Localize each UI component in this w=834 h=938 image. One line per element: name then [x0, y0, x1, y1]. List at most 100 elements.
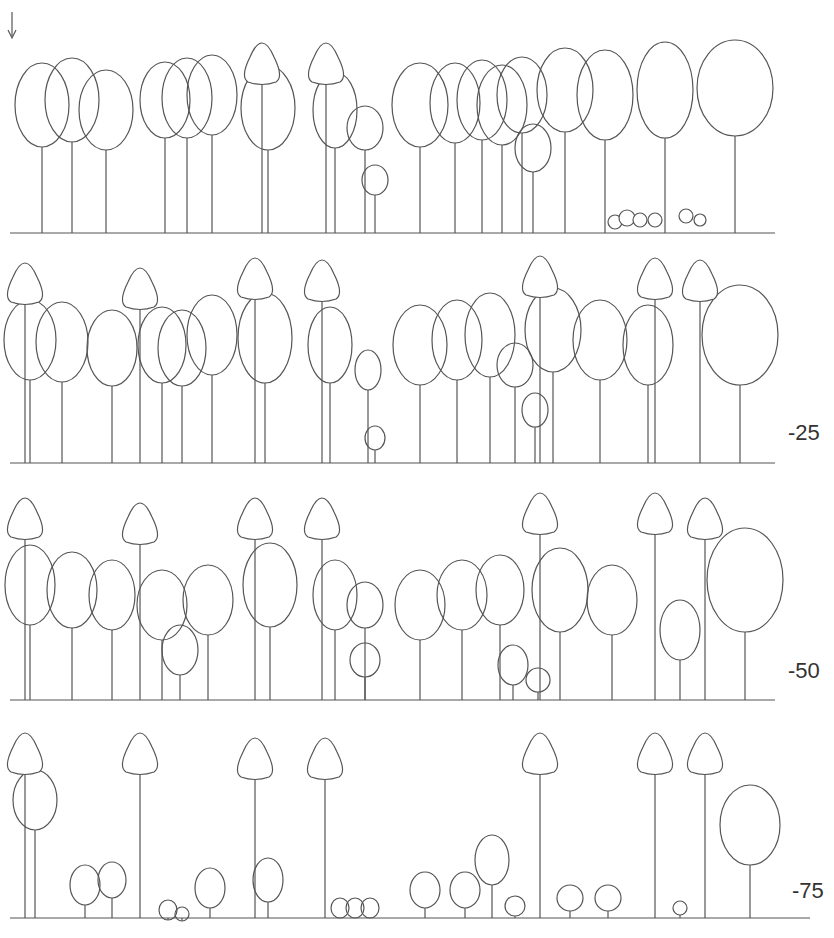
- tree-trunk: [464, 908, 465, 918]
- tree-trunk: [552, 372, 553, 463]
- emergent-crown: [522, 493, 557, 535]
- tree-trunk: [569, 911, 570, 918]
- tree-crown: [498, 645, 528, 685]
- emergent-crown: [307, 738, 342, 780]
- tree-crown: [138, 307, 186, 383]
- tree-trunk: [654, 299, 655, 463]
- pointer-arrow: [8, 30, 16, 38]
- ground-line: [10, 917, 810, 918]
- tree-trunk: [269, 627, 270, 700]
- shrub: [679, 209, 693, 223]
- tree-crown: [195, 868, 225, 908]
- tree-trunk: [321, 301, 322, 463]
- tree-trunk: [456, 380, 457, 463]
- tree-crown: [13, 770, 57, 830]
- tree-crown: [702, 285, 778, 385]
- tree-crown: [673, 901, 687, 915]
- tree-trunk: [664, 138, 665, 233]
- tree-crown: [36, 302, 88, 382]
- tree-trunk: [61, 382, 62, 463]
- tree-trunk: [532, 172, 533, 233]
- tree-trunk: [539, 534, 540, 700]
- tree-trunk: [164, 138, 165, 233]
- tree-trunk: [324, 779, 325, 918]
- tree-trunk: [209, 908, 210, 918]
- tree-trunk: [489, 377, 490, 463]
- tree-trunk: [71, 142, 72, 233]
- emergent-crown: [244, 43, 279, 85]
- tree-crown: [187, 295, 237, 375]
- tree-trunk: [111, 630, 112, 700]
- emergent-crown: [637, 493, 672, 535]
- tree-trunk: [749, 865, 750, 918]
- tree-trunk: [105, 150, 106, 233]
- tree-trunk: [679, 660, 680, 700]
- tree-trunk: [325, 84, 326, 233]
- emergent-crown: [522, 256, 557, 298]
- tree-crown: [697, 40, 773, 136]
- tree-trunk: [604, 140, 605, 233]
- ground-line: [10, 232, 775, 233]
- tree-trunk: [334, 630, 335, 700]
- emergent-crown: [122, 503, 157, 545]
- tree-trunk: [491, 885, 492, 918]
- tree-trunk: [481, 140, 482, 233]
- tree-trunk: [111, 898, 112, 918]
- tree-crown: [162, 625, 198, 675]
- tree-crown: [623, 305, 673, 385]
- tree-trunk: [699, 301, 700, 463]
- tree-crown: [525, 288, 581, 372]
- tree-crown: [159, 900, 177, 920]
- emergent-crown: [304, 260, 339, 302]
- tree-trunk: [181, 386, 182, 463]
- emergent-crown: [7, 498, 42, 540]
- emergent-crown: [122, 733, 157, 775]
- tree-crown: [79, 70, 133, 150]
- tree-crown: [183, 565, 233, 635]
- tree-crown: [497, 343, 533, 387]
- tree-trunk: [364, 150, 365, 233]
- emergent-crown: [522, 733, 557, 775]
- tree-crown: [660, 600, 700, 660]
- tree-trunk: [29, 625, 30, 700]
- tree-trunk: [461, 630, 462, 700]
- tree-trunk: [734, 136, 735, 233]
- tree-crown: [587, 565, 637, 635]
- tree-trunk: [254, 779, 255, 918]
- shrub: [633, 213, 647, 227]
- tree-crown: [475, 835, 509, 885]
- tree-trunk: [264, 383, 265, 463]
- tree-trunk: [364, 628, 365, 700]
- tree-crown: [365, 426, 385, 450]
- tree-crown: [393, 305, 447, 385]
- tree-trunk: [537, 692, 538, 700]
- tree-crown: [526, 668, 550, 692]
- ground-line: [10, 699, 775, 700]
- tree-crown: [595, 885, 621, 911]
- tree-crown: [253, 858, 283, 902]
- tree-trunk: [501, 145, 502, 233]
- tree-trunk: [704, 539, 705, 700]
- tree-trunk: [539, 297, 540, 463]
- tree-crown: [557, 885, 583, 911]
- depth-label: -25: [788, 422, 820, 444]
- tree-trunk: [84, 905, 85, 918]
- tree-crown: [89, 560, 135, 630]
- tree-crown: [637, 42, 693, 138]
- tree-crown: [430, 63, 480, 143]
- emergent-crown: [637, 733, 672, 775]
- tree-trunk: [512, 685, 513, 700]
- tree-crown: [70, 865, 100, 905]
- tree-trunk: [739, 385, 740, 463]
- emergent-crown: [122, 268, 157, 310]
- tree-crown: [45, 58, 99, 142]
- tree-crown: [361, 898, 379, 918]
- tree-trunk: [139, 774, 140, 918]
- tree-crown: [522, 393, 548, 427]
- emergent-crown: [7, 733, 42, 775]
- tree-trunk: [744, 632, 745, 700]
- tree-trunk: [139, 309, 140, 463]
- tree-trunk: [654, 534, 655, 700]
- tree-trunk: [454, 143, 455, 233]
- tree-crown: [350, 643, 380, 677]
